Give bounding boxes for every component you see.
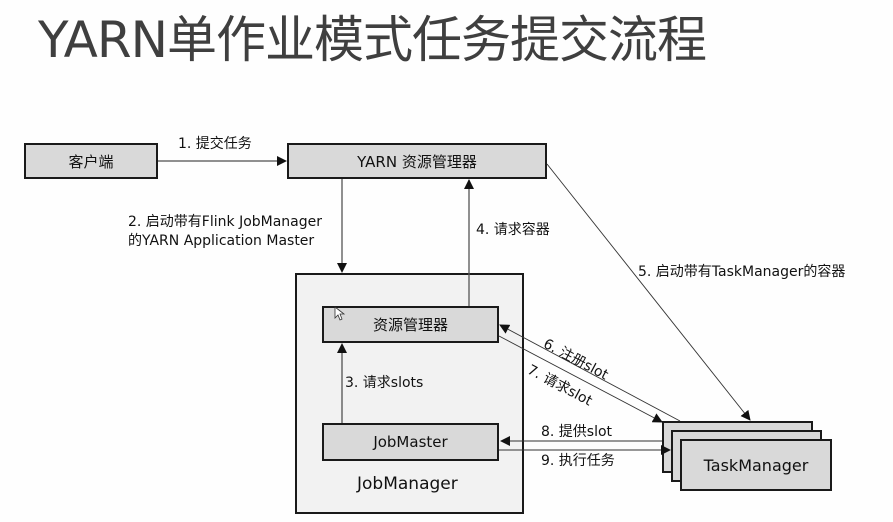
mouse-cursor-icon xyxy=(334,306,346,321)
page-title: YARN单作业模式任务提交流程 xyxy=(38,11,707,69)
arrow-6-register-slot xyxy=(499,324,681,422)
step-4-label: 4. 请求容器 xyxy=(476,222,550,238)
jm-resource-manager-box: 资源管理器 xyxy=(322,306,499,343)
step-3-label: 3. 请求slots xyxy=(345,375,424,391)
step-2-label-line2: 的YARN Application Master xyxy=(128,233,315,249)
yarn-resource-manager-box: YARN 资源管理器 xyxy=(287,143,547,179)
step-1-label: 1. 提交任务 xyxy=(178,136,252,152)
taskmanager-box-front: TaskManager xyxy=(680,439,832,491)
arrow-7-request-slot xyxy=(498,335,663,423)
step-9-label: 9. 执行任务 xyxy=(541,453,615,469)
jobmanager-label: JobManager xyxy=(357,474,458,494)
arrow-5-launch-tm xyxy=(546,163,751,421)
step-8-label: 8. 提供slot xyxy=(541,424,613,440)
step-5-label: 5. 启动带有TaskManager的容器 xyxy=(638,264,846,280)
step-2-label-line1: 2. 启动带有Flink JobManager xyxy=(128,214,323,230)
client-box: 客户端 xyxy=(24,143,158,179)
jobmaster-box: JobMaster xyxy=(322,423,499,461)
